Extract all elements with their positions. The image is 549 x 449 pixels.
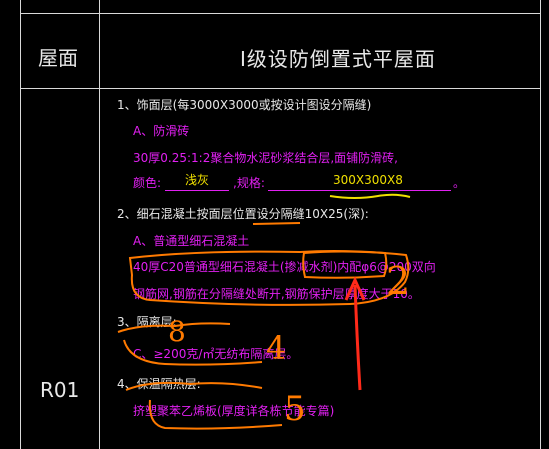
item2-title: 2、细石混凝土按面层位置设分隔缝10X25(深):	[117, 207, 369, 221]
red-arrowhead	[344, 276, 366, 301]
item4-insulation-line: 挤塑聚苯乙烯板(厚度详各栋节能专篇)	[133, 404, 335, 418]
spec-underline	[268, 190, 451, 191]
item1-spec-value: 300X300X8	[333, 173, 403, 187]
table-right-border	[540, 0, 541, 449]
table-column-divider	[99, 0, 100, 449]
header-row-divider	[20, 88, 540, 89]
header-title: I级设防倒置式平屋面	[240, 47, 436, 71]
table-left-border	[20, 0, 21, 449]
rebar-box	[302, 250, 388, 279]
red-arrow	[353, 284, 362, 391]
item1-option-a: A、防滑砖	[133, 124, 190, 138]
insulation-bracket	[148, 399, 283, 430]
isolation-hook	[123, 339, 263, 366]
item2-option-a: A、普通型细石混凝土	[133, 234, 250, 248]
annotation-number-4: 4	[266, 329, 287, 367]
annotation-number-5: 5	[284, 389, 306, 429]
item2-concrete-line: 40厚C20普通型细石混凝土(掺减水剂)内配φ6@200双向	[133, 260, 436, 274]
isolation-scribble	[117, 322, 231, 333]
item1-color-value: 浅灰	[185, 173, 210, 187]
item3-option-c: C、≥200克/㎡无纺布隔离层。	[133, 347, 299, 361]
insulation-scribble	[125, 381, 263, 391]
item1-spec-label: ,规格:	[233, 176, 265, 190]
item1-mortar-line: 30厚0.25:1:2聚合物水泥砂浆结合层,面铺防滑砖,	[133, 151, 398, 165]
header-left-label: 屋面	[38, 46, 78, 70]
row-code: R01	[40, 378, 80, 402]
item1-color-label: 颜色:	[133, 176, 162, 190]
spec-value-scribble	[329, 193, 411, 199]
color-underline	[165, 190, 229, 191]
item1-title: 1、饰面层(每3000X3000或按设计图设分隔缝)	[117, 98, 372, 112]
table-top-border	[20, 13, 540, 14]
dimension-underline	[252, 222, 301, 225]
concrete-outline	[128, 250, 410, 306]
item1-tail: 。	[453, 176, 466, 190]
